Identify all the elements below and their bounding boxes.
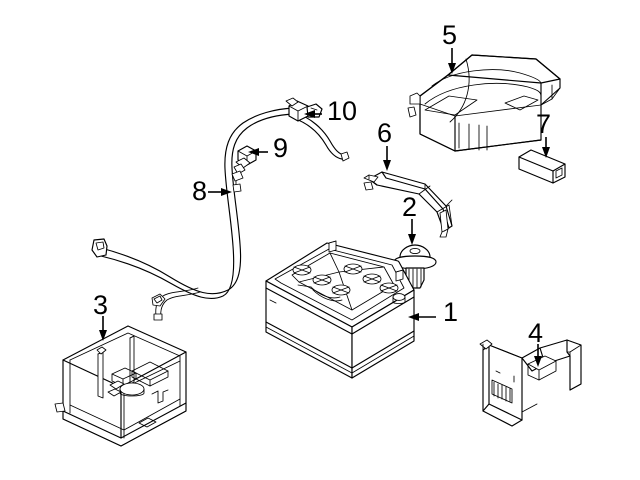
- callout-number-9: 9: [273, 133, 289, 163]
- callout-number-4: 4: [528, 318, 544, 348]
- part-battery: [265, 240, 415, 379]
- part-battery-hold-down-clamp: [363, 171, 453, 238]
- callout-number-1: 1: [443, 297, 459, 327]
- leader-7: [542, 137, 550, 158]
- callout-number-8: 8: [192, 176, 208, 206]
- battery-cell-caps: [292, 263, 399, 296]
- callout-number-10: 10: [327, 96, 358, 126]
- leader-8: [208, 188, 232, 196]
- leader-6: [383, 146, 391, 171]
- part-cable-end-connector: [285, 97, 323, 122]
- leader-10: [304, 110, 322, 118]
- leader-1: [408, 313, 436, 321]
- leader-4: [534, 344, 542, 367]
- leader-5: [448, 48, 456, 74]
- leader-9: [248, 148, 268, 156]
- part-battery-support-bracket: [479, 339, 582, 427]
- callout-number-6: 6: [377, 118, 393, 148]
- callout-number-3: 3: [93, 290, 109, 320]
- part-battery-cable-assembly: [91, 97, 350, 321]
- leader-2: [408, 219, 416, 245]
- callout-number-2: 2: [402, 192, 418, 222]
- part-insulator-strip: [518, 149, 566, 184]
- part-battery-tray: [54, 325, 187, 447]
- leader-3: [99, 316, 107, 341]
- callout-number-5: 5: [442, 20, 458, 50]
- callout-leaders: [99, 48, 550, 367]
- part-battery-cover: [407, 54, 561, 152]
- callout-number-7: 7: [536, 109, 552, 139]
